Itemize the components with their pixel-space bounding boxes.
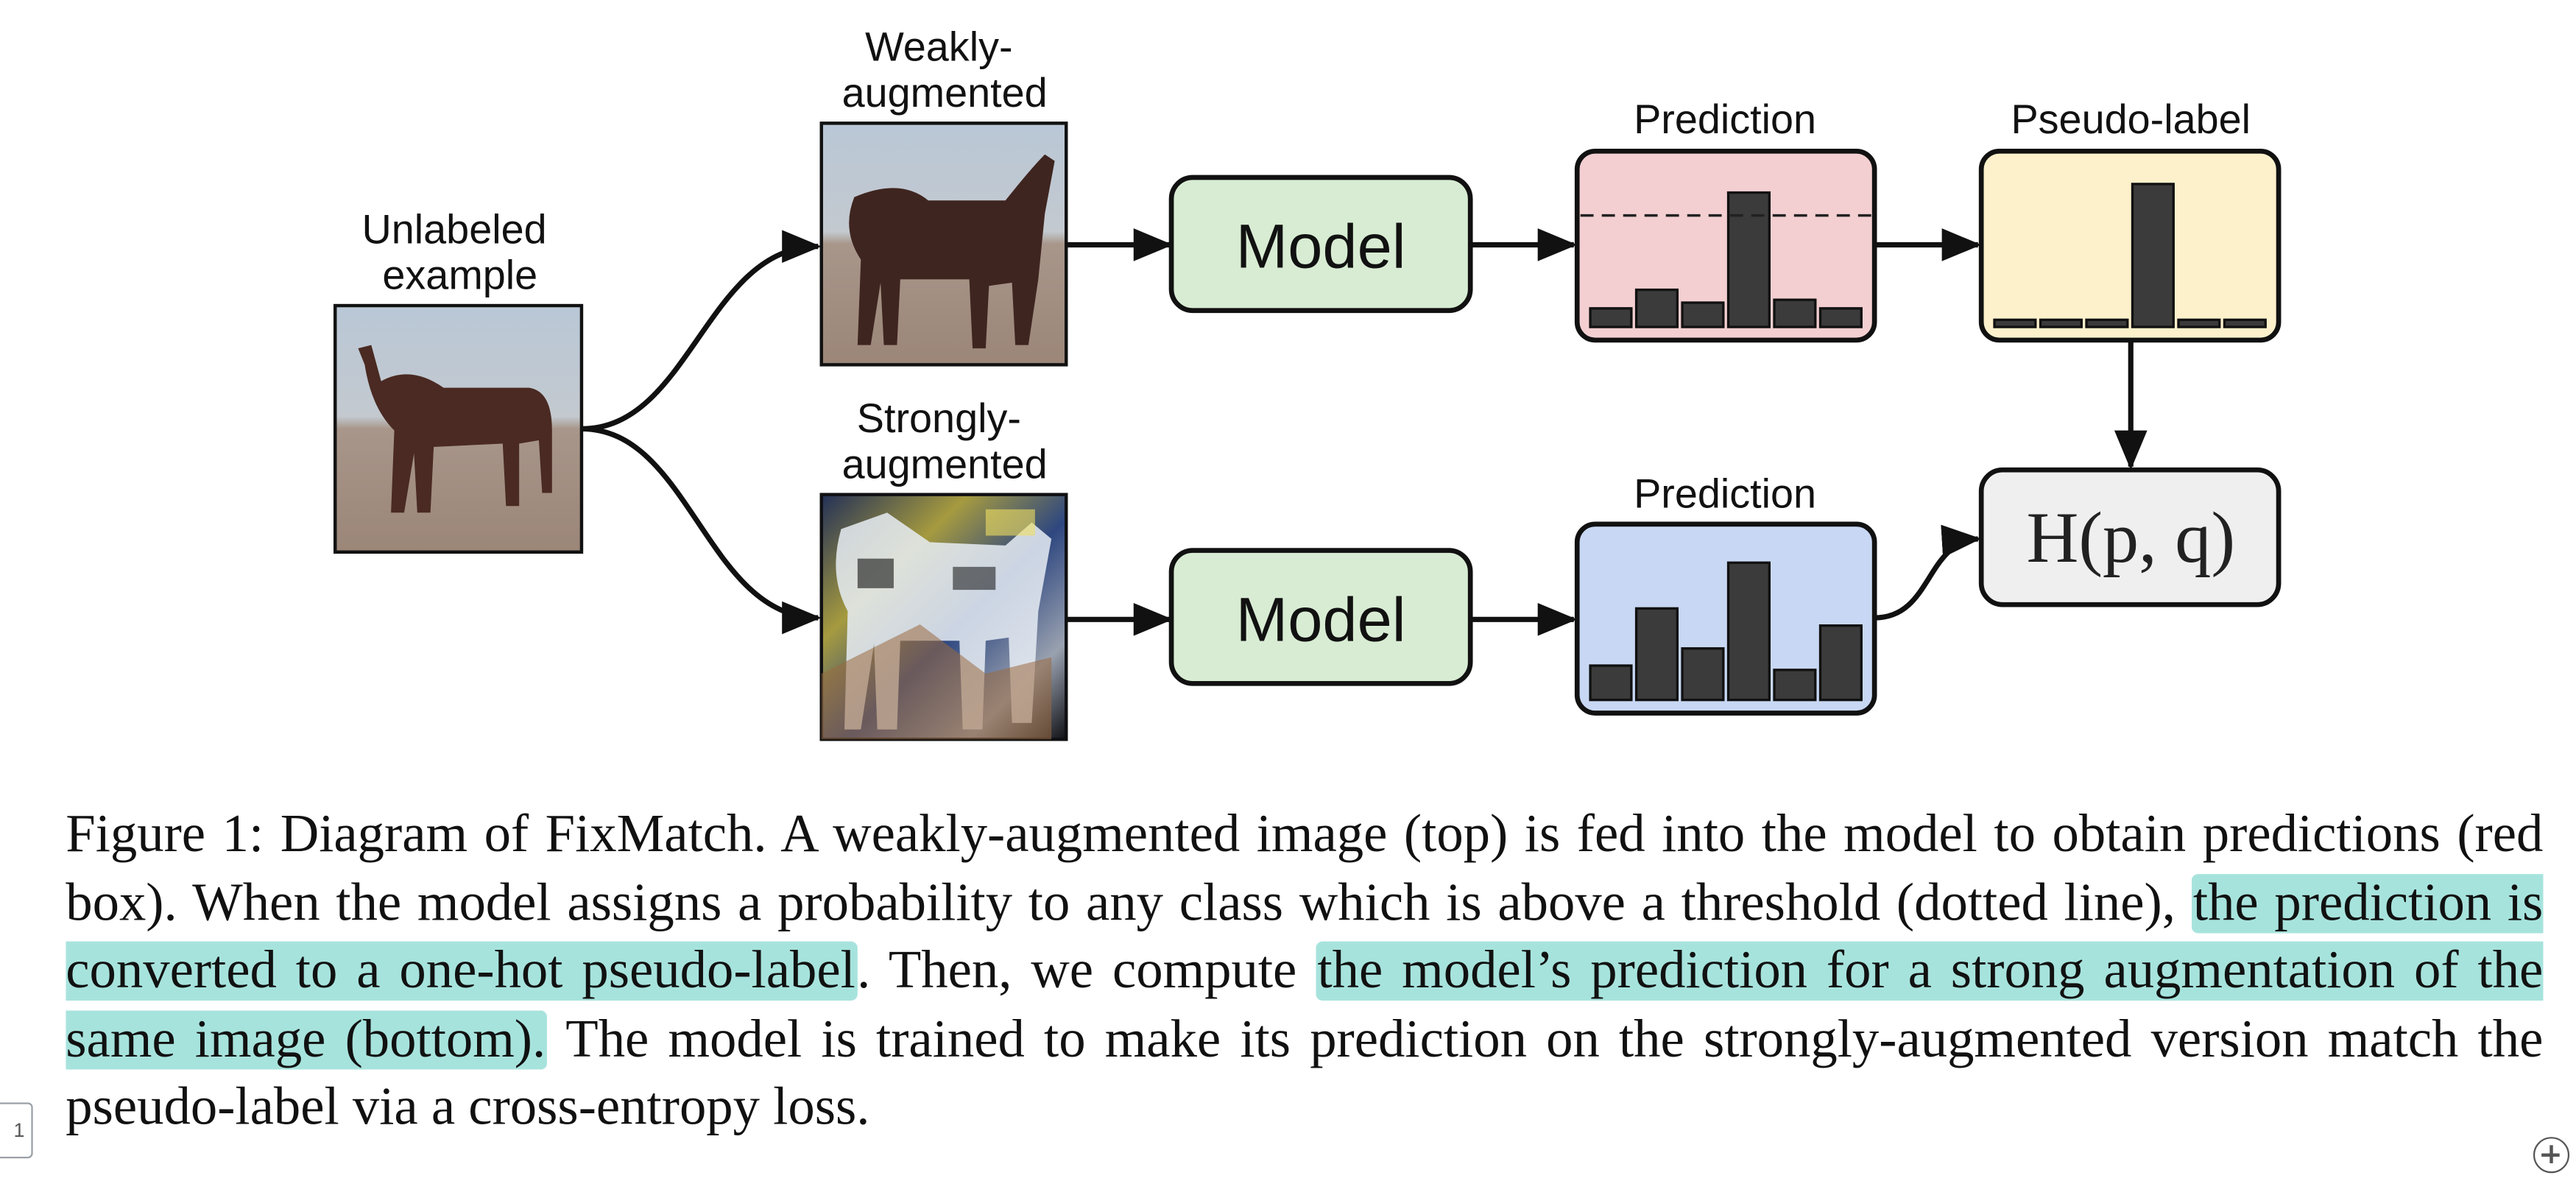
model-box-bottom: Model — [1168, 548, 1473, 686]
weak-prediction-box — [1574, 148, 1877, 343]
pseudo-label-bar-3 — [2085, 318, 2129, 328]
model-label: Model — [1236, 211, 1406, 281]
weak-prediction-bar-4 — [1726, 191, 1771, 328]
pseudo-label-bar-1 — [1993, 318, 2037, 328]
weak-prediction-bar-1 — [1589, 307, 1633, 328]
label-line: augmented — [842, 441, 1048, 487]
pseudo-label-bar-5 — [2177, 318, 2221, 328]
pseudo-label-bar-6 — [2223, 318, 2267, 328]
label-line: Strongly- — [857, 395, 1021, 441]
caption-text: Figure 1: Diagram of FixMatch. A weakly-… — [66, 805, 2544, 933]
arrow-to-weak — [581, 230, 822, 431]
loss-formula: H(p, q) — [2026, 498, 2235, 578]
weak-prediction-bar-2 — [1634, 288, 1679, 328]
cross-entropy-loss-box: H(p, q) — [1978, 467, 2282, 607]
pseudo-label-bar-2 — [2039, 318, 2083, 328]
strong-prediction-bar-3 — [1681, 647, 1725, 702]
unlabeled-example-label: Unlabeled example — [361, 206, 558, 297]
page-number-indicator[interactable]: 1 — [0, 1102, 33, 1159]
caption-text: . Then, we compute — [857, 941, 1316, 1001]
weak-prediction-bar-3 — [1681, 301, 1725, 328]
label-line: Unlabeled — [361, 206, 546, 252]
pseudo-label-bar-4 — [2131, 183, 2175, 328]
weakly-augmented-horse-image — [819, 121, 1068, 367]
label-line: augmented — [842, 70, 1048, 116]
strong-prediction-box — [1574, 521, 1877, 716]
strongly-augmented-horse-image — [819, 493, 1068, 741]
strong-prediction-bar-5 — [1773, 669, 1817, 702]
figure-caption: Figure 1: Diagram of FixMatch. A weakly-… — [66, 802, 2543, 1143]
strongly-augmented-label: Strongly- augmented — [842, 395, 1048, 487]
prediction-label-top: Prediction — [1634, 96, 1816, 142]
weak-prediction-bar-5 — [1773, 298, 1817, 328]
prediction-label-bottom: Prediction — [1634, 471, 1816, 517]
strong-prediction-bar-1 — [1589, 664, 1633, 702]
strong-prediction-bar-2 — [1634, 607, 1679, 702]
weakly-augmented-label: Weakly- augmented — [842, 24, 1048, 116]
zoom-in-icon[interactable] — [2533, 1137, 2570, 1174]
strong-prediction-bar-4 — [1726, 561, 1771, 702]
label-line: example — [382, 253, 537, 298]
arrow-to-strong — [581, 426, 822, 635]
fixmatch-diagram: Unlabeled example Weakly- augmented Stro… — [333, 24, 2282, 741]
pseudo-label-box — [1978, 148, 2282, 343]
arrow-prediction-to-loss — [1874, 524, 1982, 621]
unlabeled-horse-image — [333, 303, 584, 554]
model-box-top: Model — [1168, 174, 1473, 314]
pseudo-label-label: Pseudo-label — [2011, 96, 2251, 142]
label-line: Weakly- — [865, 24, 1012, 70]
caption-text: The model is trained to make its predict… — [66, 1009, 2544, 1138]
strong-prediction-bar-6 — [1818, 624, 1863, 702]
weak-prediction-bar-6 — [1818, 307, 1863, 328]
model-label: Model — [1236, 584, 1406, 654]
